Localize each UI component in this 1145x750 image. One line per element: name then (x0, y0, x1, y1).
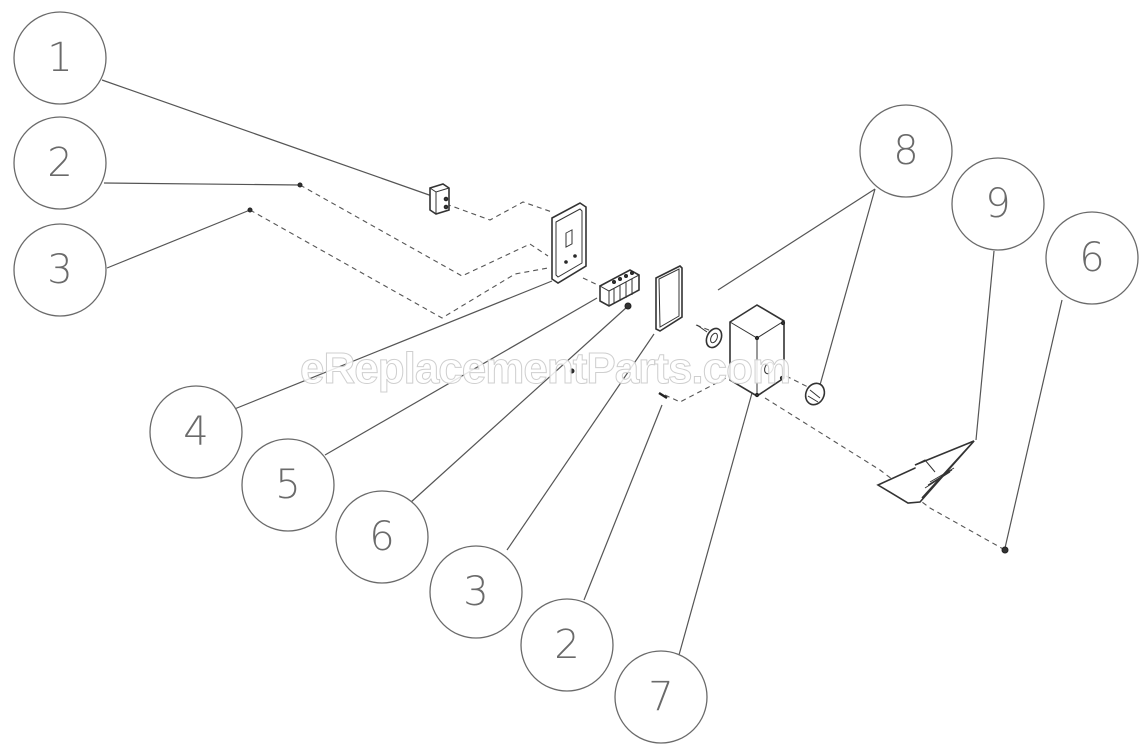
part-junction-box (729, 304, 786, 398)
callout-3-lower[interactable]: 3 (429, 545, 523, 639)
part-connector-right (804, 382, 826, 406)
part-switch (429, 183, 450, 215)
part-screw (658, 391, 668, 400)
part-nut (624, 302, 632, 310)
leader-lines (101, 79, 1063, 656)
screw-dot-lower (247, 207, 253, 213)
callout-2-lower[interactable]: 2 (520, 598, 614, 692)
svg-text:2: 2 (47, 140, 72, 186)
svg-text:2: 2 (554, 622, 579, 668)
assembly-lines (249, 184, 1006, 551)
callout-9[interactable]: 9 (951, 157, 1045, 251)
callouts: 1 2 3 4 5 6 3 2 (13, 11, 1139, 744)
callout-1[interactable]: 1 (13, 11, 107, 105)
callout-8[interactable]: 8 (859, 104, 953, 198)
svg-text:8: 8 (893, 128, 918, 174)
callout-6-right[interactable]: 6 (1045, 211, 1139, 305)
svg-text:5: 5 (275, 462, 300, 508)
callout-5[interactable]: 5 (241, 438, 335, 532)
callout-3[interactable]: 3 (13, 223, 107, 317)
svg-text:1: 1 (47, 35, 72, 81)
part-terminal-block (599, 269, 640, 307)
svg-text:3: 3 (47, 247, 72, 293)
part-nut-mid (569, 368, 575, 374)
callout-2[interactable]: 2 (13, 116, 107, 210)
part-switch-plate (551, 202, 587, 284)
svg-text:9: 9 (985, 181, 1010, 227)
screw-dot-upper (297, 182, 303, 188)
svg-text:3: 3 (463, 569, 488, 615)
part-mounting-bracket (876, 440, 975, 504)
svg-text:7: 7 (648, 674, 673, 720)
part-gasket-plate (655, 265, 683, 332)
svg-text:6: 6 (1079, 235, 1104, 281)
part-connector-left (696, 324, 723, 349)
svg-text:4: 4 (183, 409, 208, 455)
callout-7[interactable]: 7 (614, 650, 708, 744)
svg-text:6: 6 (369, 514, 394, 560)
part-nut-right (1001, 546, 1009, 554)
callout-6-lower[interactable]: 6 (335, 490, 429, 584)
callout-4[interactable]: 4 (149, 385, 243, 479)
